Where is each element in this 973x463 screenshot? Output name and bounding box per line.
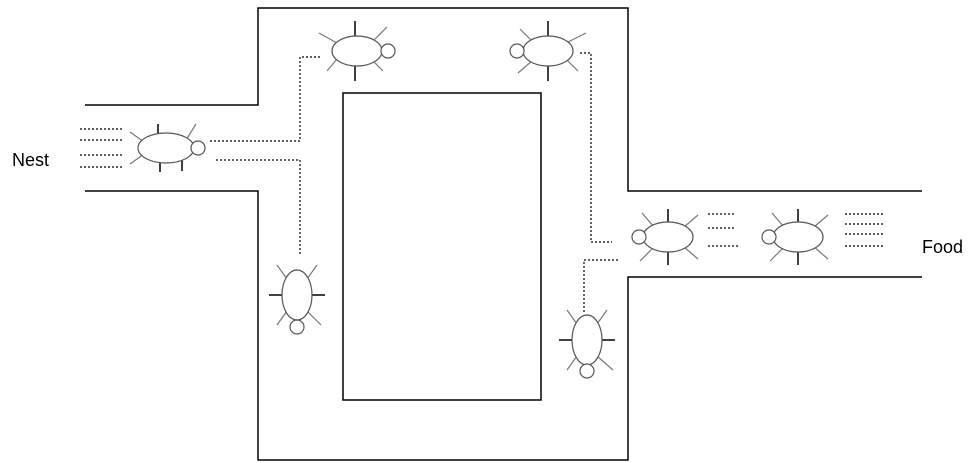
upper-path-trail xyxy=(210,57,322,141)
food-label: Food xyxy=(922,237,963,257)
ant xyxy=(632,209,698,265)
nest-label: Nest xyxy=(12,150,49,170)
nest-trail-marks xyxy=(80,129,122,167)
nest-corridor-top-wall xyxy=(85,8,922,191)
ant xyxy=(130,124,205,172)
lower-path-trail-right xyxy=(584,260,618,312)
ant xyxy=(762,209,828,265)
ant xyxy=(510,21,586,81)
ant xyxy=(319,21,395,81)
ant xyxy=(559,310,615,378)
upper-path-trail-right xyxy=(580,53,612,242)
obstacle-block xyxy=(343,93,541,400)
ant xyxy=(269,265,325,334)
